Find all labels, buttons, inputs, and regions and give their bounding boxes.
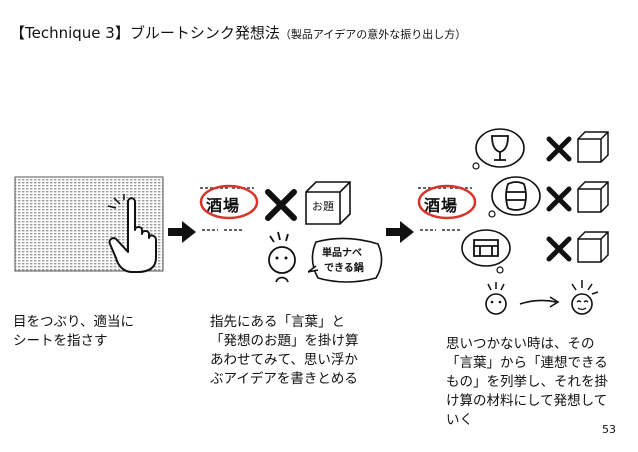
- caption-line: いく: [446, 412, 473, 428]
- caption-line: け算の材料にして発想して: [446, 393, 608, 409]
- pointing-hand-icon: [104, 194, 170, 274]
- caption-line: 指先にある「言葉」と: [210, 314, 345, 330]
- multiply-icon: [546, 136, 572, 162]
- caption-line: 思いつかない時は、その: [446, 336, 595, 352]
- step-3-caption: 思いつかない時は、その 「言葉」から「連想できる もの」を列挙し、それを掛 け算…: [446, 335, 608, 430]
- topic-box-icon: [576, 130, 610, 164]
- topic-box-icon: [576, 230, 610, 264]
- arrow-right-icon: [168, 221, 196, 243]
- speech-bubble-line-2: できる鍋: [324, 263, 364, 274]
- thought-bubble-barrel: [486, 174, 542, 220]
- caption-line: シートを指さす: [13, 333, 108, 349]
- caption-line: もの」を列挙し、それを掛: [446, 374, 608, 390]
- word-sake-bar: 酒場: [206, 196, 241, 215]
- wine-glass-icon: [491, 135, 509, 161]
- store-icon: [473, 239, 499, 257]
- thinking-person-icon: [256, 230, 316, 294]
- multiply-icon: [546, 186, 572, 212]
- speech-bubble-line-1: 単品ナベ: [322, 248, 362, 259]
- red-highlight-circle-icon: [416, 182, 478, 222]
- word-sake-bar-2: 酒場: [424, 196, 459, 215]
- slide-title: 【Technique 3】ブルートシンク発想法（製品アイデアの意外な振り出し方）: [10, 22, 466, 43]
- multiply-icon: [264, 188, 298, 222]
- thought-bubble-store: [456, 228, 512, 274]
- speech-bubble: [307, 236, 384, 286]
- barrel-icon: [505, 181, 527, 211]
- arrow-right-icon: [518, 294, 562, 310]
- multiply-icon: [546, 236, 572, 262]
- caption-line: ぶアイデアを書きとめる: [210, 371, 358, 387]
- topic-box-icon: [304, 180, 352, 226]
- red-highlight-circle-icon: [198, 182, 260, 222]
- topic-box-icon: [576, 180, 610, 214]
- page-number: 53: [602, 423, 616, 436]
- thought-bubble-wine-glass: [470, 126, 526, 172]
- caption-line: 目をつぶり、適当に: [13, 314, 134, 330]
- happy-person-icon: [562, 278, 604, 324]
- caption-line: 「言葉」から「連想できる: [446, 355, 608, 371]
- topic-box-label: お題: [312, 200, 334, 213]
- step-1-caption: 目をつぶり、適当に シートを指さす: [13, 313, 134, 351]
- thinking-person-icon: [476, 280, 516, 324]
- caption-line: 「発想のお題」を掛け算: [210, 333, 359, 349]
- arrow-right-icon: [386, 221, 414, 243]
- title-sub: （製品アイデアの意外な振り出し方）: [279, 28, 467, 41]
- title-main: 【Technique 3】ブルートシンク発想法: [10, 24, 280, 42]
- caption-line: あわせてみて、思い浮か: [210, 352, 358, 368]
- step-2-caption: 指先にある「言葉」と 「発想のお題」を掛け算 あわせてみて、思い浮か ぶアイデア…: [210, 313, 359, 389]
